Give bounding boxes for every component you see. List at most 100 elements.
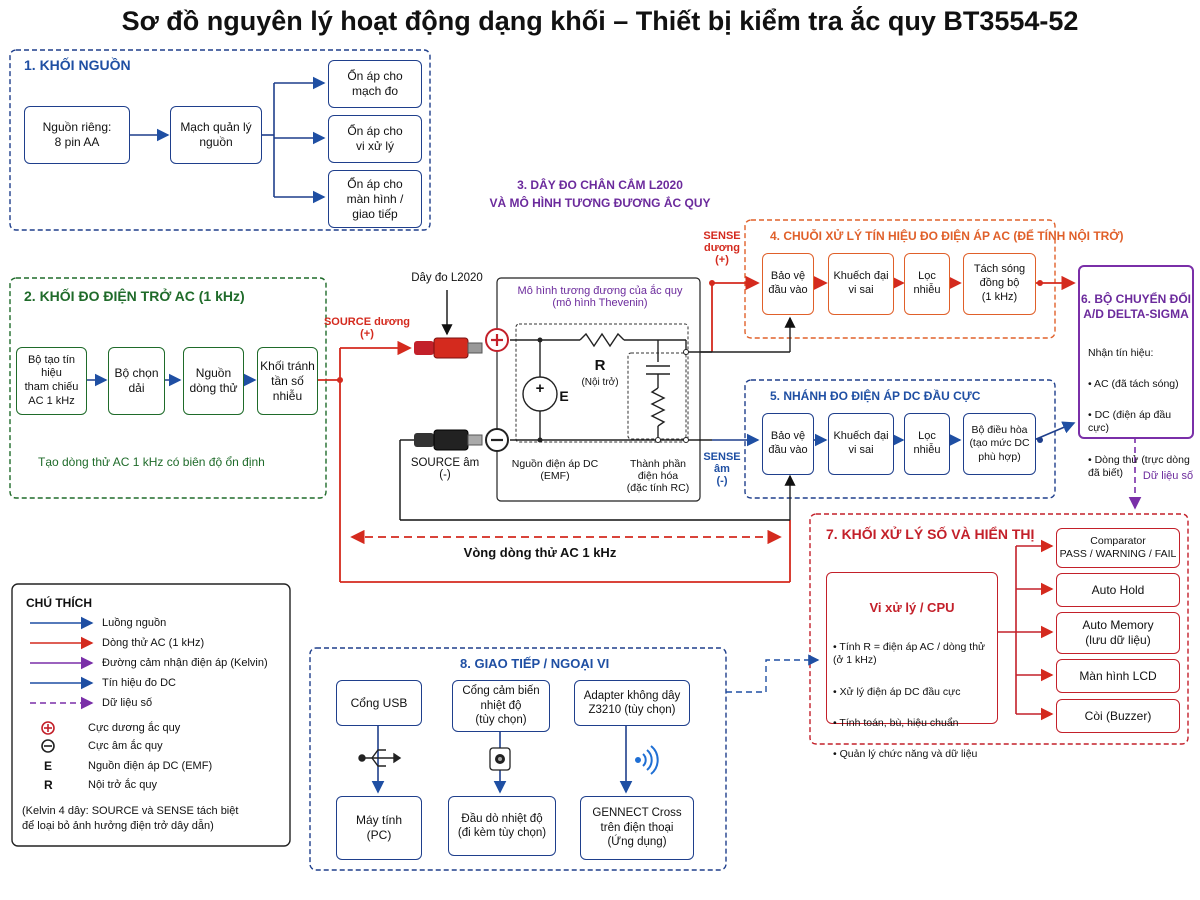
adc-block: 6. BỘ CHUYỂN ĐỔI A/D DELTA-SIGMA Nhận tí…	[1078, 265, 1194, 479]
ac-reference-block: Bộ tạo tín hiệu tham chiếu AC 1 kHz	[16, 347, 87, 415]
rc-label: Thành phần điện hóa (đặc tính RC)	[626, 458, 690, 494]
dcchain-conditioner-block: Bộ điều hòa (tạo mức DC phù hợp)	[963, 413, 1036, 475]
dcchain-heading: 5. NHÁNH ĐO ĐIỆN ÁP DC ĐẦU CỰC	[770, 389, 981, 403]
legend-sense-label: Đường cảm nhận điện áp (Kelvin)	[102, 657, 268, 669]
regulator-display-block: Ổn áp cho màn hình / giao tiếp	[328, 170, 422, 228]
node-2	[537, 437, 543, 443]
cpu-item-1: • Tính R = điện áp AC / dòng thử (ở 1 kH…	[833, 641, 986, 667]
noise-avoid-block: Khối tránh tần số nhiễu	[257, 347, 318, 415]
red-probe-icon	[414, 337, 483, 359]
legend-r-label: Nội trở ắc quy	[88, 779, 157, 791]
adc-intro: Nhận tín hiệu:	[1088, 347, 1154, 359]
emf-source-symbol	[522, 376, 558, 412]
battery-model-frame	[496, 277, 701, 502]
io-heading: 8. GIAO TIẾP / NGOẠI VI	[460, 656, 610, 671]
black-probe-icon	[414, 429, 483, 451]
acchain-out-node	[1037, 280, 1043, 286]
emf-plus-sign: +	[535, 380, 545, 397]
range-select-block: Bộ chọn dải	[108, 347, 165, 415]
lead-heading: 3. DÂY ĐO CHÂN CẮM L2020 VÀ MÔ HÌNH TƯƠN…	[489, 178, 711, 210]
cpu-section-frame	[809, 513, 1189, 745]
cpu-title: Vi xử lý / CPU	[869, 600, 955, 615]
cpu-block: Vi xử lý / CPU • Tính R = điện áp AC / d…	[826, 572, 998, 760]
lcd-block: Màn hình LCD	[1056, 659, 1180, 693]
r-label: R	[594, 357, 606, 374]
cpu-item-3: • Tính toán, bù, hiệu chuẩn	[833, 716, 959, 729]
source-pos-label: SOURCE dương (+)	[323, 316, 411, 340]
io-to-cpu-arrow	[726, 654, 820, 693]
adc-item-current: • Dòng thử (trực dòng đã biết)	[1088, 453, 1190, 479]
legend-dc-label: Tín hiệu đo DC	[102, 677, 176, 689]
legend-note: (Kelvin 4 dây: SOURCE và SENSE tách biệt…	[22, 805, 239, 833]
legend-neg-label: Cực âm ắc quy	[88, 740, 163, 752]
node-3	[655, 437, 661, 443]
pc-block: Máy tính (PC)	[336, 796, 422, 860]
legend-frame	[11, 583, 291, 847]
ac-heading: 2. KHỐI ĐO ĐIỆN TRỞ AC (1 kHz)	[24, 288, 245, 304]
temp-probe-block: Đầu dò nhiệt độ (đi kèm tùy chọn)	[448, 796, 556, 856]
adc-item-ac: • AC (đã tách sóng)	[1088, 378, 1179, 391]
rc-resistor-symbol	[650, 387, 666, 427]
regulator-cpu-block: Ổn áp cho vi xử lý	[328, 115, 422, 163]
sense-pos-node	[709, 280, 715, 286]
legend-ac-label: Dòng thử AC (1 kHz)	[102, 637, 205, 649]
buzzer-block: Còi (Buzzer)	[1056, 699, 1180, 733]
lead-label: Dây đo L2020	[411, 272, 483, 284]
dcchain-out-node	[1037, 437, 1043, 443]
source-pos-node	[337, 377, 343, 383]
legend-e-label: Nguồn điện áp DC (EMF)	[88, 760, 213, 772]
ac-section-frame	[9, 277, 327, 499]
auto-hold-block: Auto Hold	[1056, 573, 1180, 607]
regulator-measure-block: Ổn áp cho mạch đo	[328, 60, 422, 108]
acchain-filter-block: Lọc nhiễu	[904, 253, 950, 315]
phone-app-block: GENNECT Cross trên điện thoại (Ứng dụng)	[580, 796, 694, 860]
cpu-item-2: • Xử lý điện áp DC đầu cực	[833, 685, 961, 698]
legend-pos-label: Cực dương ắc quy	[88, 722, 181, 734]
dcchain-amp-block: Khuếch đại vi sai	[828, 413, 894, 475]
cpu-heading: 7. KHỐI XỬ LÝ SỐ VÀ HIỂN THỊ	[826, 526, 1035, 542]
data-label: Dữ liệu số	[1142, 470, 1194, 482]
wireless-adapter-block: Adapter không dây Z3210 (tùy chọn)	[574, 680, 690, 726]
dcchain-section-frame	[744, 379, 1056, 499]
source-neg-label: SOURCE âm (-)	[410, 457, 480, 481]
temp-sensor-icon	[489, 747, 511, 771]
node-5	[683, 437, 689, 443]
io-section-frame	[309, 647, 727, 871]
model-title: Mô hình tương đương của ắc quy (mô hình …	[517, 285, 683, 309]
thevenin-inner-frame	[515, 323, 689, 443]
legend-e-symbol: E	[44, 759, 53, 773]
battery-block: Nguồn riêng: 8 pin AA	[24, 106, 130, 164]
comparator-block: Comparator PASS / WARNING / FAIL	[1056, 528, 1180, 568]
test-current-block: Nguồn dòng thử	[183, 347, 244, 415]
sense-pos-label: SENSE dương (+)	[703, 230, 741, 266]
dcchain-filter-block: Lọc nhiễu	[904, 413, 950, 475]
dcchain-protect-block: Bảo vệ đầu vào	[762, 413, 814, 475]
legend-heading: CHÚ THÍCH	[26, 596, 92, 610]
acchain-amp-block: Khuếch đại vi sai	[828, 253, 894, 315]
sense-neg-label: SENSE âm (-)	[703, 451, 741, 487]
node-1	[537, 337, 543, 343]
legend-r-symbol: R	[44, 778, 53, 792]
power-heading: 1. KHỐI NGUỒN	[24, 57, 131, 73]
temp-port-block: Cổng cảm biến nhiệt độ (tùy chọn)	[452, 680, 550, 732]
legend-power-label: Luồng nguồn	[102, 617, 167, 629]
e-label: E	[559, 388, 569, 404]
page-title: Sơ đồ nguyên lý hoạt động dạng khối – Th…	[121, 6, 1079, 36]
legend-data-label: Dữ liệu số	[102, 697, 153, 709]
power-section-frame	[9, 49, 431, 231]
r-sub-label: (Nội trở)	[581, 377, 619, 388]
acchain-heading: 4. CHUỖI XỬ LÝ TÍN HIỆU ĐO ĐIỆN ÁP AC (Đ…	[770, 229, 1124, 243]
resistor-r-symbol	[579, 332, 625, 348]
power-manager-block: Mạch quản lý nguồn	[170, 106, 262, 164]
node-4	[683, 349, 689, 355]
loop-label: Vòng dòng thử AC 1 kHz	[463, 545, 617, 560]
emf-label: Nguồn điện áp DC (EMF)	[511, 458, 599, 482]
usb-port-block: Cổng USB	[336, 680, 422, 726]
adc-item-dc: • DC (điện áp đầu cực)	[1088, 409, 1172, 435]
acchain-detector-block: Tách sóng đồng bộ (1 kHz)	[963, 253, 1036, 315]
usb-icon	[358, 749, 402, 767]
adc-heading: 6. BỘ CHUYỂN ĐỔI A/D DELTA-SIGMA	[1080, 292, 1191, 321]
cpu-item-4: • Quản lý chức năng và dữ liệu	[833, 747, 978, 760]
